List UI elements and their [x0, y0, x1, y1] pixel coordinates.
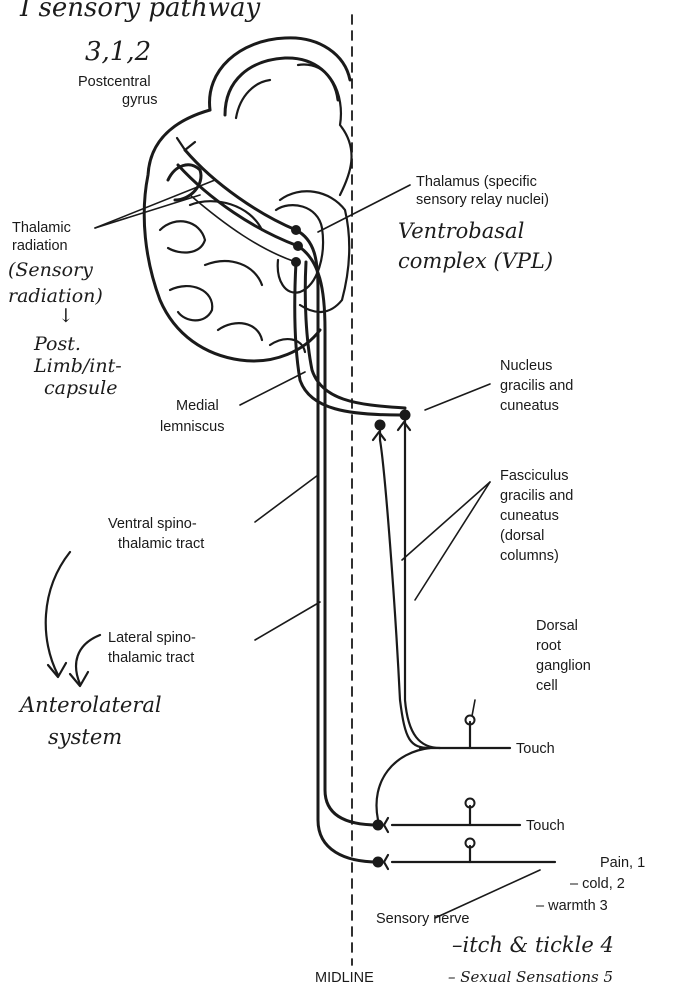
- sensory-paren-label: (Sensory: [8, 259, 93, 281]
- spinal-cord-cells: [373, 748, 431, 869]
- thalamus-nuclei: [276, 205, 323, 293]
- dorsal-horn-cell-2: [373, 857, 384, 868]
- system-label: system: [48, 725, 122, 749]
- thalamus-label-line2: sensory relay nuclei): [416, 192, 549, 208]
- handwritten-arrows: [46, 552, 100, 686]
- ventrobasal-label-line2: complex (VPL): [398, 249, 553, 273]
- root-label: root: [536, 638, 561, 654]
- thalamic-label: Thalamic: [12, 220, 71, 236]
- fasciculus-gracilis-label: gracilis and: [500, 488, 573, 504]
- warmth-label: – warmth 3: [536, 898, 608, 914]
- lateral-thalamic-label: thalamic tract: [108, 650, 194, 666]
- cuneatus-label: cuneatus: [500, 398, 559, 414]
- midline-label: MIDLINE: [315, 970, 374, 986]
- pain-label: Pain, 1: [600, 855, 645, 871]
- dorsal-label: Dorsal: [536, 618, 578, 634]
- area-numbers-label: 3,1,2: [85, 37, 151, 67]
- medial-label: Medial: [176, 398, 219, 414]
- gyrus-label: gyrus: [122, 92, 157, 108]
- postcentral-label: Postcentral: [78, 74, 151, 90]
- cold-label: – cold, 2: [570, 876, 625, 892]
- lemniscus-label: lemniscus: [160, 419, 224, 435]
- sensory-nerve-label: Sensory nerve: [376, 911, 470, 927]
- touch-label-2: Touch: [526, 818, 565, 834]
- radiation-paren-label: radiation): [8, 285, 103, 307]
- post-label: Post.: [33, 333, 81, 355]
- lateral-spino-label: Lateral spino-: [108, 630, 196, 646]
- down-arrow-glyph: ↓: [58, 305, 74, 327]
- columns-paren-label: columns): [500, 548, 559, 564]
- dorsal-paren-label: (dorsal: [500, 528, 544, 544]
- dorsal-horn-cell-1: [373, 820, 384, 831]
- ganglion-label: ganglion: [536, 658, 591, 674]
- radiation-label: radiation: [12, 238, 68, 254]
- fasciculus-cuneatus-label: cuneatus: [500, 508, 559, 524]
- itch-label: –itch & tickle 4: [452, 933, 614, 957]
- cell-label: cell: [536, 678, 558, 694]
- ventral-thalamic-label: thalamic tract: [118, 536, 204, 552]
- nucleus-label: Nucleus: [500, 358, 552, 374]
- header-fragment: I sensory pathway: [19, 0, 260, 23]
- nucleus-cuneatus-cell: [375, 420, 386, 431]
- nucleus-gracilis-cell: [400, 410, 411, 421]
- anterolateral-label: Anterolateral: [18, 693, 162, 717]
- capsule-label: capsule: [44, 377, 117, 399]
- sexual-label: – Sexual Sensations 5: [448, 968, 613, 986]
- touch-label-1: Touch: [516, 741, 555, 757]
- gracilis-and-label: gracilis and: [500, 378, 573, 394]
- fasciculus-label: Fasciculus: [500, 468, 569, 484]
- ventral-spino-label: Ventral spino-: [108, 516, 197, 532]
- thalamus-label-line1: Thalamus (specific: [416, 174, 537, 190]
- cortex-outline: [144, 38, 351, 361]
- ventrobasal-label-line1: Ventrobasal: [398, 219, 524, 243]
- limb-int-label: Limb/int-: [33, 355, 122, 377]
